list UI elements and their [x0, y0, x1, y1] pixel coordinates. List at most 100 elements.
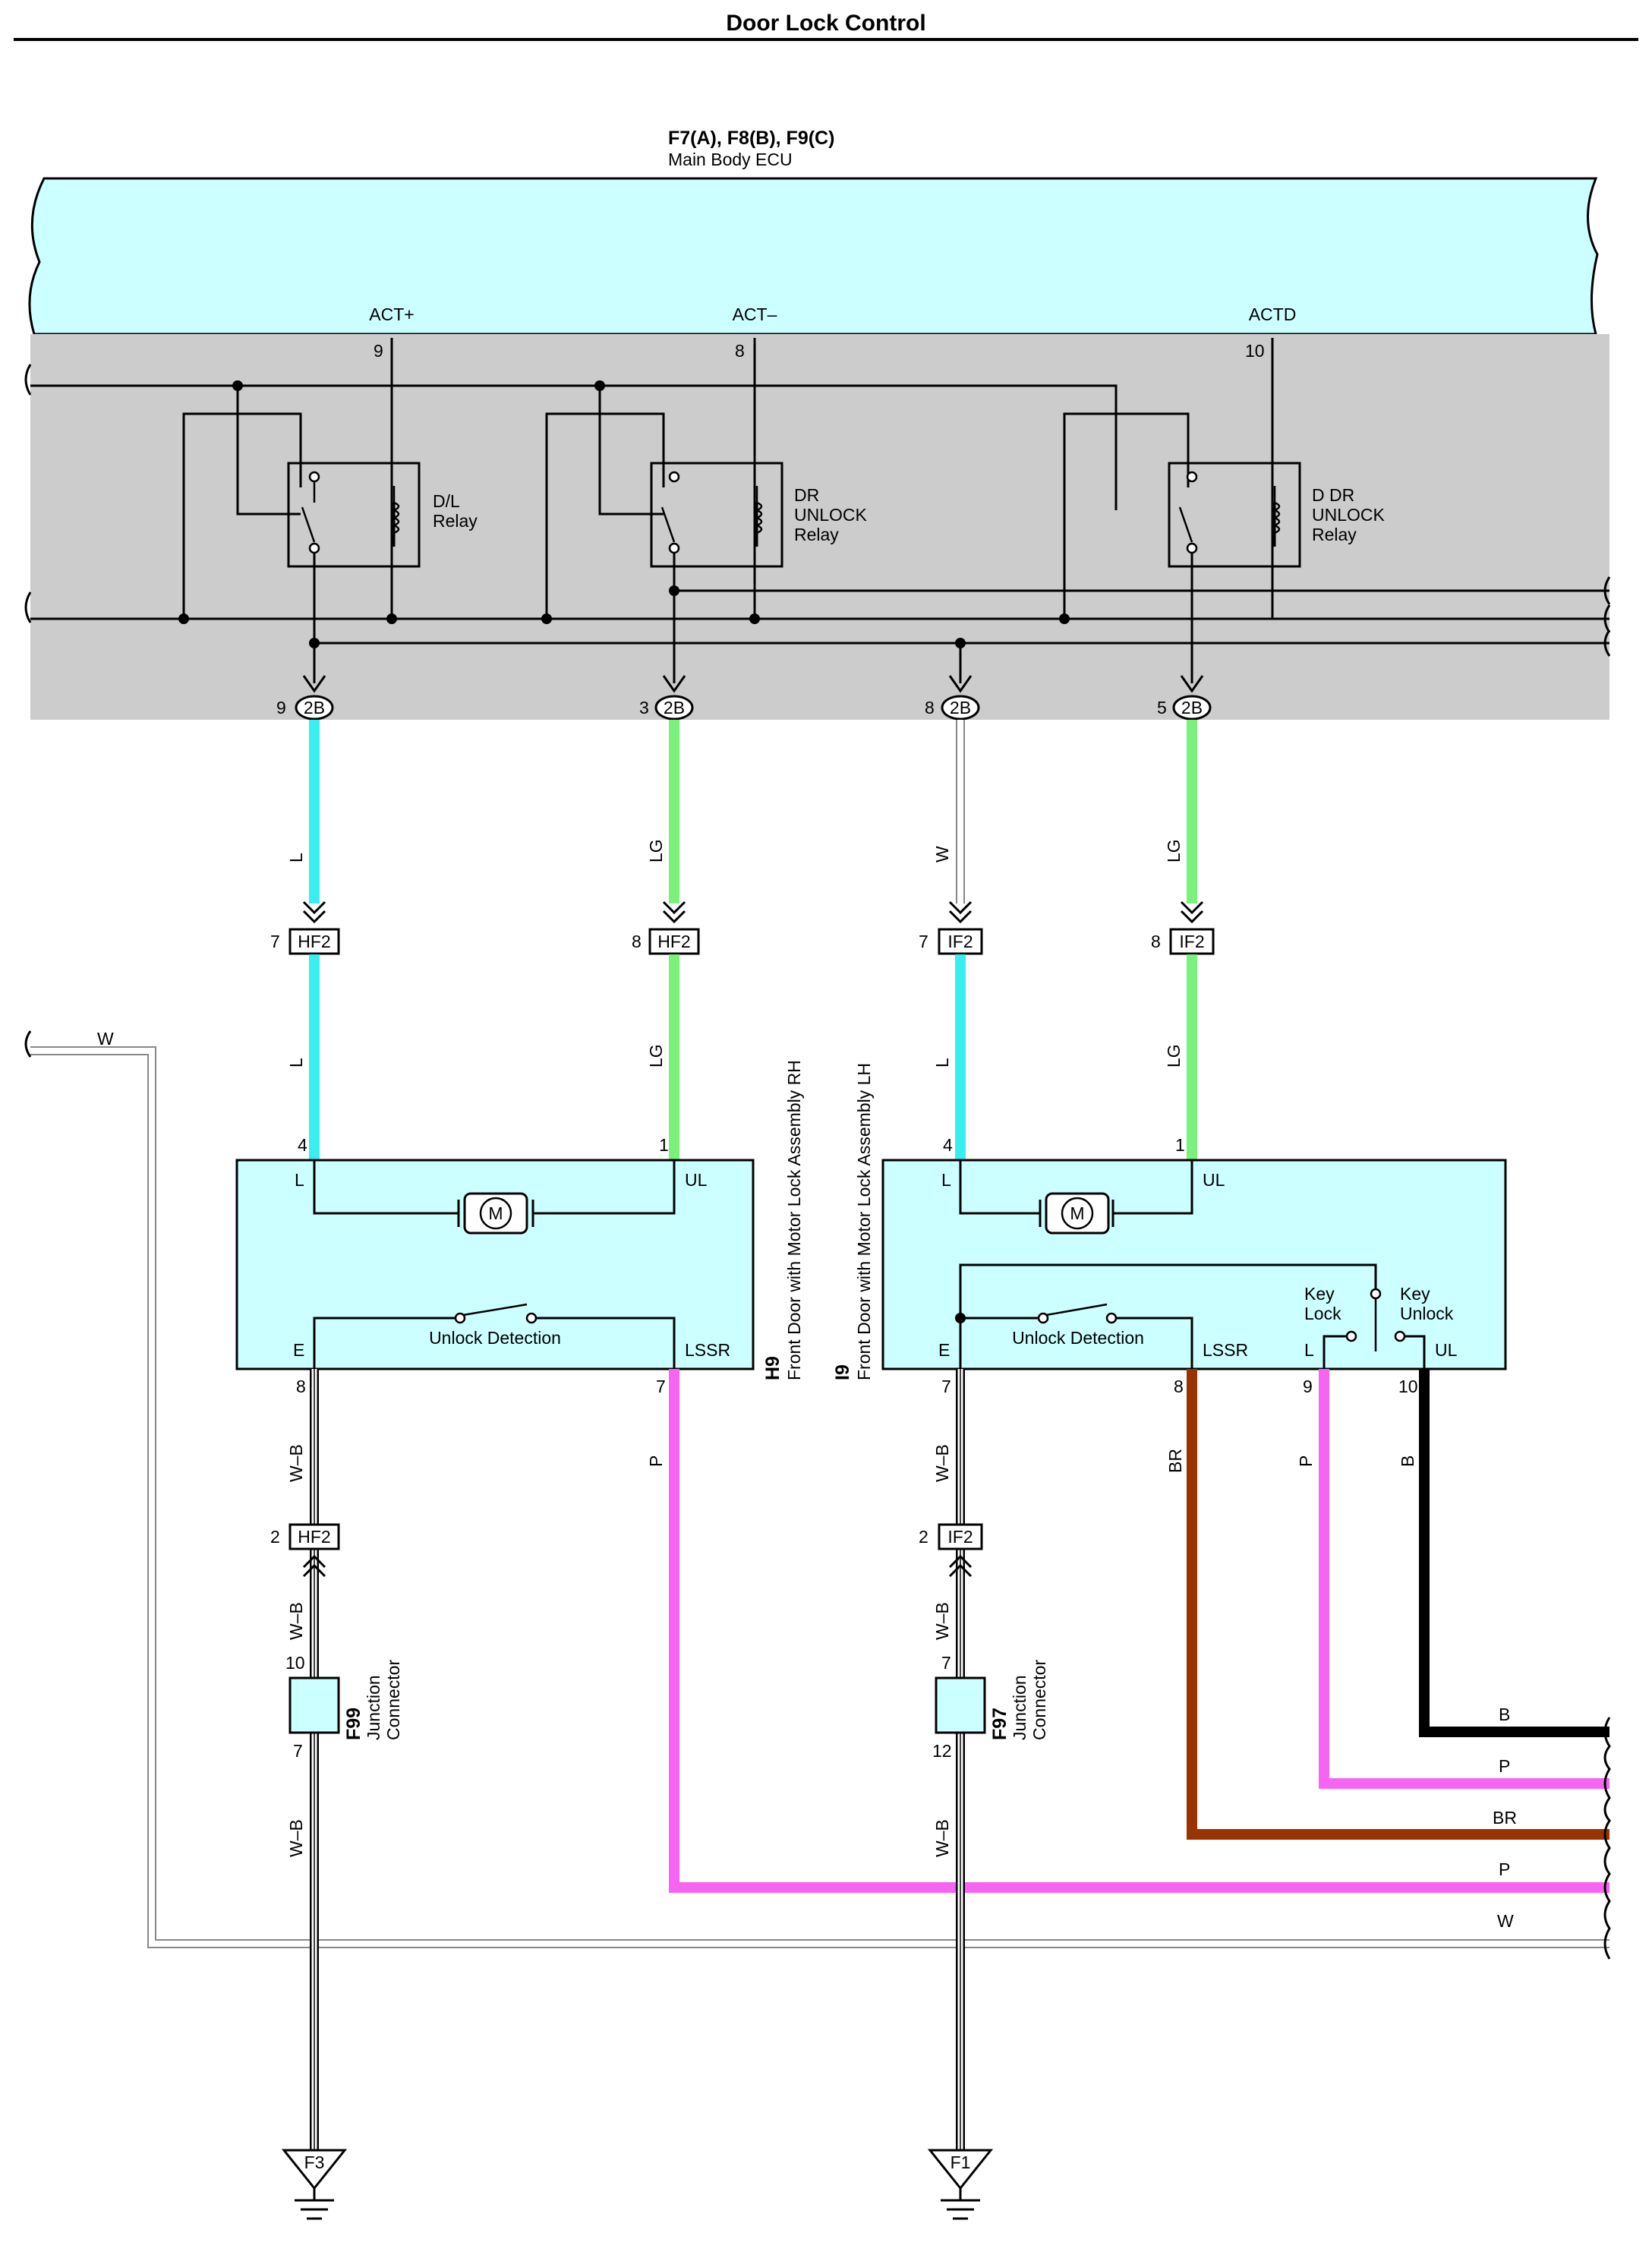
relay-dl: D/L Relay [287, 462, 478, 568]
svg-text:Front Door with Motor Lock Ass: Front Door with Motor Lock Assembly LH [854, 1063, 874, 1380]
svg-text:8: 8 [925, 698, 935, 718]
terminal-pin-8: 8 [735, 341, 745, 361]
ecu-connectors: 2B 2B 2B 2B 9 3 8 5 [276, 675, 1212, 721]
svg-text:Junction: Junction [364, 1675, 383, 1740]
svg-text:M: M [488, 1203, 503, 1223]
svg-text:Key: Key [1400, 1284, 1430, 1304]
svg-text:W–B: W–B [932, 1444, 952, 1482]
svg-text:Key: Key [1304, 1284, 1335, 1304]
svg-text:H9: H9 [762, 1356, 783, 1380]
svg-text:W: W [932, 846, 952, 863]
svg-text:8: 8 [1174, 1377, 1184, 1396]
svg-text:Unlock Detection: Unlock Detection [1012, 1328, 1144, 1348]
svg-text:F1: F1 [951, 2152, 971, 2172]
svg-text:W–B: W–B [932, 1819, 952, 1857]
svg-text:2B: 2B [664, 698, 685, 718]
ecu-left-break [24, 364, 32, 396]
svg-text:UL: UL [1203, 1170, 1225, 1190]
svg-text:HF2: HF2 [298, 932, 330, 951]
svg-text:L: L [1304, 1340, 1314, 1360]
svg-text:LG: LG [1164, 839, 1184, 863]
svg-text:P: P [1296, 1456, 1316, 1467]
svg-text:IF2: IF2 [947, 932, 973, 951]
svg-text:W–B: W–B [286, 1602, 306, 1640]
svg-text:8: 8 [1151, 932, 1161, 951]
svg-text:L: L [295, 1170, 304, 1190]
svg-text:5: 5 [1157, 698, 1167, 718]
svg-text:8: 8 [296, 1377, 306, 1396]
svg-text:M: M [1070, 1203, 1084, 1223]
svg-text:LSSR: LSSR [685, 1340, 730, 1360]
svg-text:UNLOCK: UNLOCK [1312, 505, 1386, 525]
svg-text:9: 9 [276, 698, 286, 718]
svg-text:P: P [1499, 1756, 1510, 1776]
terminal-actd: ACTD [1249, 304, 1297, 324]
svg-text:F99: F99 [343, 1708, 364, 1740]
svg-text:W: W [1497, 1911, 1514, 1931]
left-w-wire: W [24, 1029, 1609, 1948]
svg-text:L: L [286, 853, 306, 863]
motor-assembly-lh: M L UL Unlock Detection Key Lock Key Unl… [832, 1063, 1507, 1380]
page-title: Door Lock Control [726, 11, 925, 36]
ecu-internal-area [30, 334, 1609, 720]
svg-text:8: 8 [632, 932, 642, 951]
lower-wires: L LG L LG 4 1 4 1 [286, 954, 1197, 1160]
svg-text:L: L [932, 1058, 952, 1068]
svg-text:B: B [1398, 1456, 1417, 1467]
svg-text:Lock: Lock [1304, 1304, 1341, 1323]
svg-text:Junction: Junction [1010, 1675, 1029, 1740]
relay-d-dr-unlock: D DR UNLOCK Relay [1168, 462, 1386, 568]
svg-text:B: B [1499, 1705, 1510, 1724]
svg-text:LG: LG [646, 839, 666, 863]
svg-text:E: E [293, 1340, 304, 1360]
svg-text:Unlock: Unlock [1400, 1304, 1454, 1323]
mid-connectors: HF2 HF2 IF2 IF2 7 8 7 8 [270, 900, 1215, 955]
svg-text:HF2: HF2 [657, 932, 690, 951]
svg-text:HF2: HF2 [298, 1527, 330, 1547]
svg-text:7: 7 [919, 932, 928, 951]
svg-text:BR: BR [1165, 1449, 1185, 1473]
terminal-act-plus: ACT+ [369, 304, 414, 324]
svg-text:Front Door with Motor Lock Ass: Front Door with Motor Lock Assembly RH [784, 1060, 804, 1380]
svg-text:BR: BR [1493, 1808, 1517, 1828]
svg-text:D DR: D DR [1312, 485, 1354, 505]
svg-text:L: L [286, 1058, 306, 1068]
ground-chain-lh: W–B IF2 2 W–B 7 12 F97 Junction Connecto… [919, 1369, 1049, 2220]
ecu-body [28, 177, 1599, 336]
svg-text:F97: F97 [989, 1708, 1010, 1740]
svg-text:LG: LG [1164, 1044, 1184, 1068]
svg-text:9: 9 [1303, 1377, 1313, 1396]
ecu-left-break-2 [24, 591, 32, 623]
svg-text:Connector: Connector [1029, 1660, 1049, 1740]
svg-text:10: 10 [285, 1653, 305, 1673]
svg-text:1: 1 [659, 1135, 669, 1155]
svg-text:Relay: Relay [794, 525, 839, 544]
ground-chain-rh: W–B HF2 2 W–B 10 7 F99 Junction Connecto… [270, 1369, 403, 2220]
svg-text:12: 12 [932, 1741, 952, 1761]
svg-text:P: P [646, 1456, 666, 1467]
terminal-act-minus: ACT– [733, 304, 777, 324]
svg-text:2B: 2B [950, 698, 971, 718]
terminal-pin-10: 10 [1245, 341, 1265, 361]
svg-text:7: 7 [656, 1377, 666, 1396]
svg-text:W: W [97, 1029, 114, 1049]
svg-text:W–B: W–B [286, 1819, 306, 1857]
svg-text:P: P [1499, 1859, 1510, 1879]
svg-text:7: 7 [293, 1741, 303, 1761]
svg-text:E: E [938, 1340, 950, 1360]
svg-text:D/L: D/L [433, 491, 460, 511]
svg-text:UL: UL [685, 1170, 708, 1190]
svg-text:UNLOCK: UNLOCK [794, 505, 868, 525]
svg-text:Relay: Relay [433, 511, 478, 531]
svg-text:1: 1 [1175, 1135, 1185, 1155]
svg-text:W–B: W–B [286, 1444, 306, 1482]
svg-text:3: 3 [639, 698, 649, 718]
svg-text:IF2: IF2 [1179, 932, 1204, 951]
svg-text:7: 7 [941, 1653, 951, 1673]
svg-text:2B: 2B [304, 698, 325, 718]
terminal-pin-9: 9 [374, 341, 383, 361]
motor-bottom-pins: 8 7 7 8 9 10 [296, 1377, 1418, 1396]
svg-text:DR: DR [794, 485, 819, 505]
svg-text:4: 4 [298, 1135, 307, 1155]
